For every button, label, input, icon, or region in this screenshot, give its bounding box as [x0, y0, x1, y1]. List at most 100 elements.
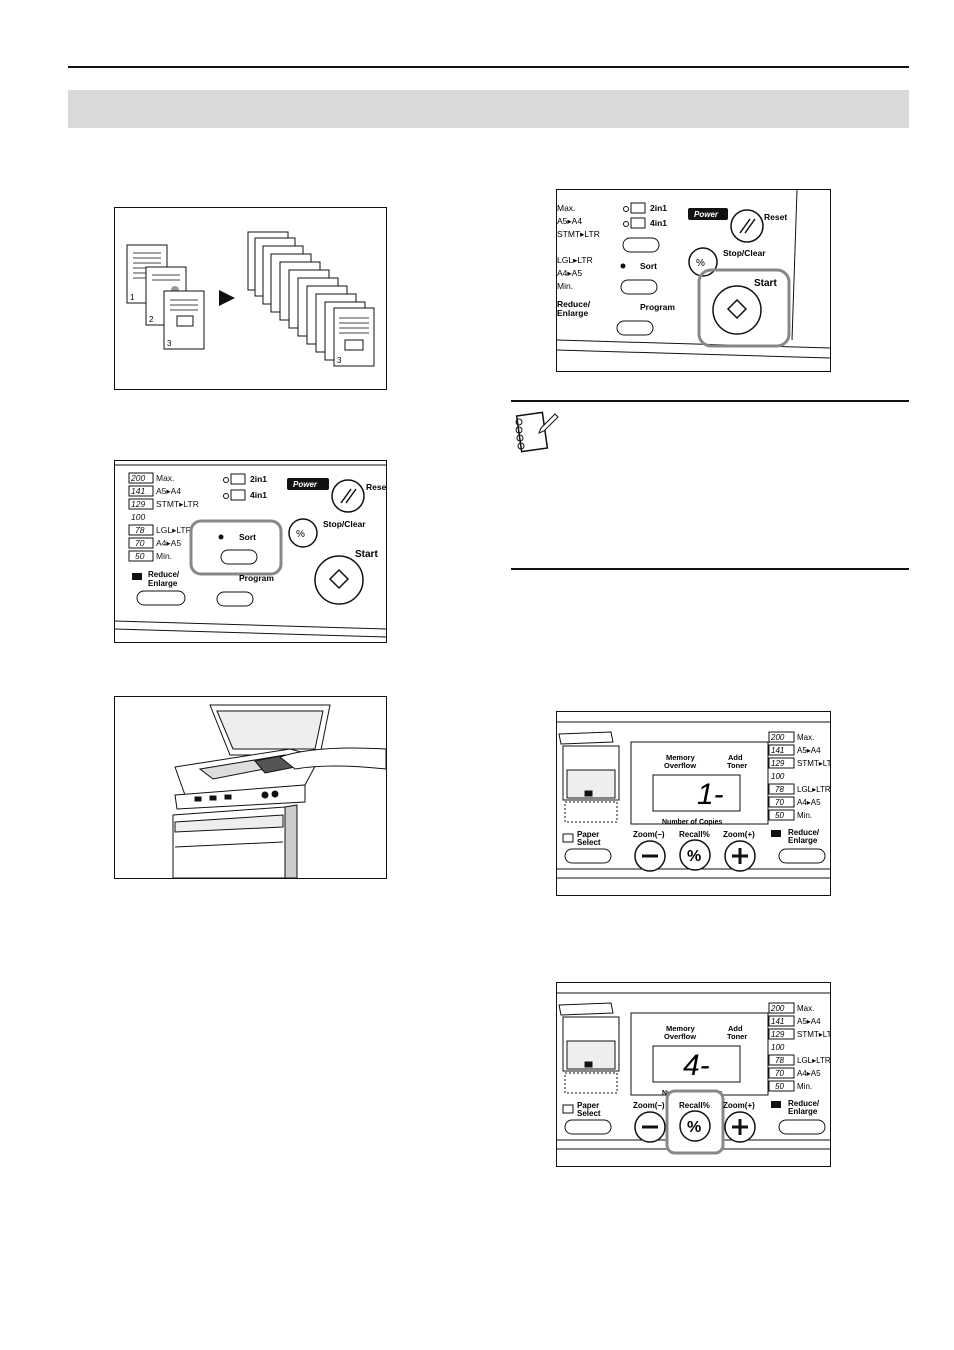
ratio-label-stmt: STMT▸LTR	[797, 1030, 830, 1039]
sort-button[interactable]	[620, 279, 658, 295]
paper-icon	[562, 833, 574, 843]
program-label: Program	[239, 573, 274, 583]
sort-label: Sort	[640, 261, 657, 271]
ratio-label-min: Min.	[797, 811, 812, 820]
reduce-enlarge-button[interactable]	[778, 848, 826, 864]
start-button[interactable]	[712, 285, 762, 335]
ratio-label-lgl: LGL▸LTR	[797, 1056, 830, 1065]
paper-label: Paper	[577, 1101, 599, 1110]
paper-select-button[interactable]	[564, 1119, 612, 1135]
toner-label: Toner	[727, 1032, 747, 1041]
program-button[interactable]	[616, 320, 654, 336]
header-rule	[68, 66, 909, 68]
note-bottom-rule	[511, 568, 909, 570]
select-label: Select	[577, 838, 601, 847]
ratio-label-lgl: LGL▸LTR	[557, 255, 593, 265]
ratio-label-a5a4: A5▸A4	[557, 216, 582, 226]
sort-label: Sort	[239, 532, 256, 542]
original-page-3: 3	[167, 339, 172, 348]
percent-icon: %	[687, 1119, 701, 1136]
start-diamond-icon	[328, 568, 350, 590]
ratio-70: 70	[775, 1069, 784, 1078]
note-notebook-icon	[511, 410, 559, 458]
ratio-50: 50	[135, 551, 145, 561]
recall-button[interactable]	[679, 1110, 711, 1142]
overflow-label: Overflow	[664, 1032, 696, 1041]
power-label: Power	[293, 480, 318, 489]
ratio-50: 50	[775, 811, 784, 820]
ratio-label-a4a5: A4▸A5	[557, 268, 582, 278]
memory-label: Memory	[666, 1024, 696, 1033]
original-page-2: 2	[149, 315, 154, 324]
ratio-label-a4a5: A4▸A5	[797, 1069, 821, 1078]
reset-label: Reset	[366, 482, 386, 492]
ratio-141: 141	[771, 1017, 784, 1026]
ratio-label-a4a5: A4▸A5	[156, 538, 181, 548]
reduce-label: Reduce/	[788, 828, 820, 837]
reduce-enlarge-button[interactable]	[136, 590, 186, 606]
ratio-label-min: Min.	[156, 551, 172, 561]
copies-count: 1-	[697, 778, 724, 811]
select-label: Select	[577, 1109, 601, 1118]
memory-label: Memory	[666, 753, 696, 762]
recall-button[interactable]	[679, 839, 711, 871]
start-button[interactable]	[314, 555, 364, 605]
ratio-label-a5a4: A5▸A4	[156, 486, 181, 496]
overflow-label: Overflow	[664, 761, 696, 770]
number-of-copies-label: Number of Copies	[662, 819, 722, 826]
reduce-label: Reduce/	[788, 1099, 820, 1108]
combine-button[interactable]	[622, 237, 660, 253]
reduce-enlarge-button[interactable]	[778, 1119, 826, 1135]
sort-concept-figure: 1 2 3 3	[114, 207, 387, 390]
reset-button[interactable]	[331, 479, 365, 513]
add-label: Add	[728, 1024, 743, 1033]
enlarge-label: Enlarge	[788, 1107, 818, 1116]
program-label: Program	[640, 302, 675, 312]
copies-count: 4-	[683, 1049, 710, 1082]
copies-display-figure-1: Memory Overflow Add Toner 1- Number of C…	[556, 711, 831, 896]
ratio-200: 200	[770, 733, 785, 742]
combine-4in1-label: 4in1	[650, 218, 667, 228]
ratio-label-min: Min.	[797, 1082, 812, 1091]
ratio-label-max: Max.	[797, 1004, 814, 1013]
recall-label: Recall%	[679, 1101, 710, 1110]
paper-label: Paper	[577, 830, 599, 839]
ratio-200: 200	[770, 1004, 785, 1013]
combine-4in1-label: 4in1	[250, 490, 267, 500]
sorted-page-3: 3	[337, 356, 342, 365]
section-title-bar	[68, 90, 909, 128]
arrow-right-icon	[219, 290, 235, 306]
reset-label: Reset	[764, 212, 787, 222]
ratio-label-lgl: LGL▸LTR	[797, 785, 830, 794]
start-highlight	[697, 268, 791, 348]
start-diamond-icon	[726, 298, 748, 320]
ratio-141: 141	[771, 746, 784, 755]
place-originals-figure	[114, 696, 387, 879]
ratio-78: 78	[775, 785, 784, 794]
sort-button[interactable]	[220, 549, 258, 565]
reduce-label: Reduce/	[557, 299, 591, 309]
ratio-200: 200	[130, 473, 145, 483]
stop-clear-icon: %	[296, 529, 305, 540]
stop-clear-icon: %	[696, 258, 705, 269]
toner-label: Toner	[727, 761, 747, 770]
ratio-label-max: Max.	[797, 733, 814, 742]
reset-button[interactable]	[730, 209, 764, 243]
ratio-label-a4a5: A4▸A5	[797, 798, 821, 807]
ratio-label-stmt: STMT▸LTR	[797, 759, 830, 768]
zoom-minus-label: Zoom(–)	[633, 1101, 665, 1110]
copies-lcd	[652, 1045, 741, 1083]
ratio-78: 78	[775, 1056, 784, 1065]
sort-highlight	[189, 519, 283, 576]
ratio-label-min: Min.	[557, 281, 573, 291]
paper-select-button[interactable]	[564, 848, 612, 864]
ratio-70: 70	[135, 538, 145, 548]
ratio-label-max: Max.	[557, 203, 575, 213]
original-page-1: 1	[130, 293, 135, 302]
combine-2in1-label: 2in1	[650, 203, 667, 213]
program-button[interactable]	[216, 591, 254, 607]
ratio-label-a5a4: A5▸A4	[797, 1017, 821, 1026]
stop-clear-button[interactable]	[288, 518, 318, 548]
ratio-70: 70	[775, 798, 784, 807]
reduce-label: Reduce/	[148, 570, 180, 579]
